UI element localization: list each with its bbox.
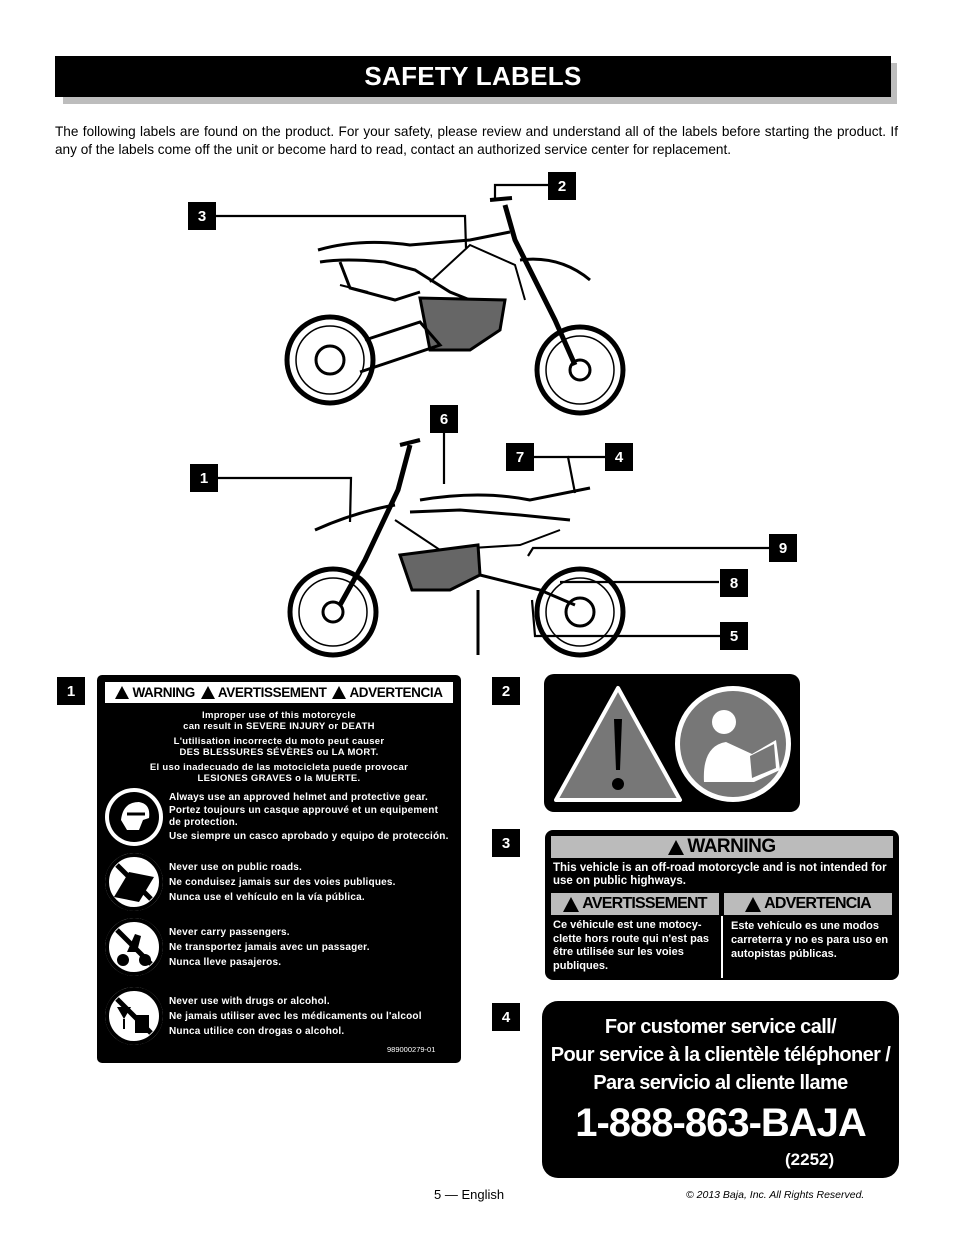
item-text: Ne conduisez jamais sur des voies publiq… [169,876,396,888]
warning-word: WARNING [687,836,776,857]
motorcycle-side-view-right [284,196,626,416]
avertissement-word: AVERTISSEMENT [217,685,327,700]
label-3-es-text: Este vehículo es une modos carreterra y … [731,920,889,960]
avertissement-word: AVERTISSEMENT [582,895,707,912]
item-text: Nunca utilice con drogas o alcohol. [169,1025,345,1037]
label-1-number: 1 [57,677,85,705]
intro-en-line: can result in SEVERE INJURY or DEATH [183,721,375,732]
callout-2: 2 [548,172,576,200]
item-text: Never carry passengers. [169,926,290,938]
item-text: de protection. [169,817,238,828]
helmet-icon [105,788,163,846]
no-passengers-icon [105,918,163,976]
item-text: Use siempre un casco aprobado y equipo d… [169,831,449,842]
item-text: Ne transportez jamais avec un passager. [169,941,370,953]
intro-paragraph: The following labels are found on the pr… [55,124,898,157]
item-text: Nunca lleve pasajeros. [169,956,282,968]
label-1-intro: Improper use of this motorcycle can resu… [107,710,451,784]
item-text: Portez toujours un casque approuvé et un… [169,805,439,816]
no-drugs-alcohol-icon [105,987,163,1045]
callout-7: 7 [506,443,534,471]
label-1-item: Never use on public roads. Ne conduisez … [105,853,453,911]
label-2-pictogram-decal [544,674,800,812]
label-3-warning-text: This vehicle is an off-road motorcycle a… [553,862,887,887]
callout-3: 3 [188,202,216,230]
callout-leader-lines [216,183,770,638]
phone-number: 1-888-863-BAJA [575,1101,867,1145]
label-3-avertissement-bar: AVERTISSEMENT [551,893,719,915]
advertencia-word: ADVERTENCIA [349,685,443,700]
label-3-offroad-decal: WARNING This vehicle is an off-road moto… [545,830,899,980]
warning-triangle-icon [332,686,347,699]
copyright: © 2013 Baja, Inc. All Rights Reserved. [686,1189,865,1201]
warning-triangle-icon [200,686,215,699]
motorcycle-side-view-left [287,438,626,658]
intro-fr-line: L'utilisation incorrecte du moto peut ca… [173,736,385,747]
label-3-warning-bar: WARNING [551,836,893,858]
callout-1: 1 [190,464,218,492]
intro-es-line: El uso inadecuado de las motocicleta pue… [149,762,409,773]
service-line: For customer service call/ [604,1016,837,1038]
label-1-header-bar: WARNING AVERTISSEMENT ADVERTENCIA [105,682,453,703]
label-3-divider [721,916,723,978]
item-text: Nunca use el vehículo en la vía pública. [169,891,365,903]
intro-fr-line: DES BLESSURES SÉVÈRES ou LA MORT. [179,747,379,758]
item-text: Ne jamais utiliser avec les médicaments … [169,1010,422,1022]
motorcycle-diagrams [216,183,770,658]
label-3-advertencia-bar: ADVERTENCIA [724,893,892,915]
label-4-number: 4 [492,1003,520,1031]
label-1-item: Never use with drugs or alcohol. Ne jama… [105,987,453,1045]
warning-triangle-icon [554,686,682,802]
callout-9: 9 [769,534,797,562]
page-number: 5 — English [434,1187,505,1202]
label-4-customer-service-decal: For customer service call/ Pour service … [542,1001,899,1178]
advertencia-word: ADVERTENCIA [764,895,872,912]
label-4-service-lines: For customer service call/ Pour service … [542,1013,899,1097]
service-line: Pour service à la clientèle téléphoner / [550,1044,891,1066]
intro-es-line: LESIONES GRAVES o la MUERTE. [197,773,361,784]
warning-triangle-icon [115,686,130,699]
callout-4: 4 [605,443,633,471]
callout-8: 8 [720,569,748,597]
label-2-number: 2 [492,677,520,705]
callout-6: 6 [430,405,458,433]
warning-triangle-icon [668,839,685,855]
warning-triangle-icon [563,896,580,912]
label-1-item: Never carry passengers. Ne transportez j… [105,918,453,976]
page-title: SAFETY LABELS [55,56,891,97]
item-text: Always use an approved helmet and protec… [169,792,428,803]
no-public-roads-icon [105,853,163,911]
intro-en-line: Improper use of this motorcycle [202,710,356,721]
item-text: Never use with drugs or alcohol. [169,995,330,1007]
callout-5: 5 [720,622,748,650]
phone-digits: (2252) [785,1150,835,1169]
service-line: Para servicio al cliente llame [593,1072,848,1094]
item-text: Never use on public roads. [169,861,303,873]
label-1-item: Always use an approved helmet and protec… [105,788,453,846]
warning-triangle-icon [745,896,762,912]
label-3-fr-text: Ce véhicule est une motocy-clette hors r… [553,919,710,972]
label-1-warning-decal: WARNING AVERTISSEMENT ADVERTENCIA Improp… [97,675,461,1063]
read-manual-icon [675,686,791,802]
part-number: 989000279-01 [387,1045,436,1054]
warning-word: WARNING [132,685,195,700]
label-3-number: 3 [492,829,520,857]
